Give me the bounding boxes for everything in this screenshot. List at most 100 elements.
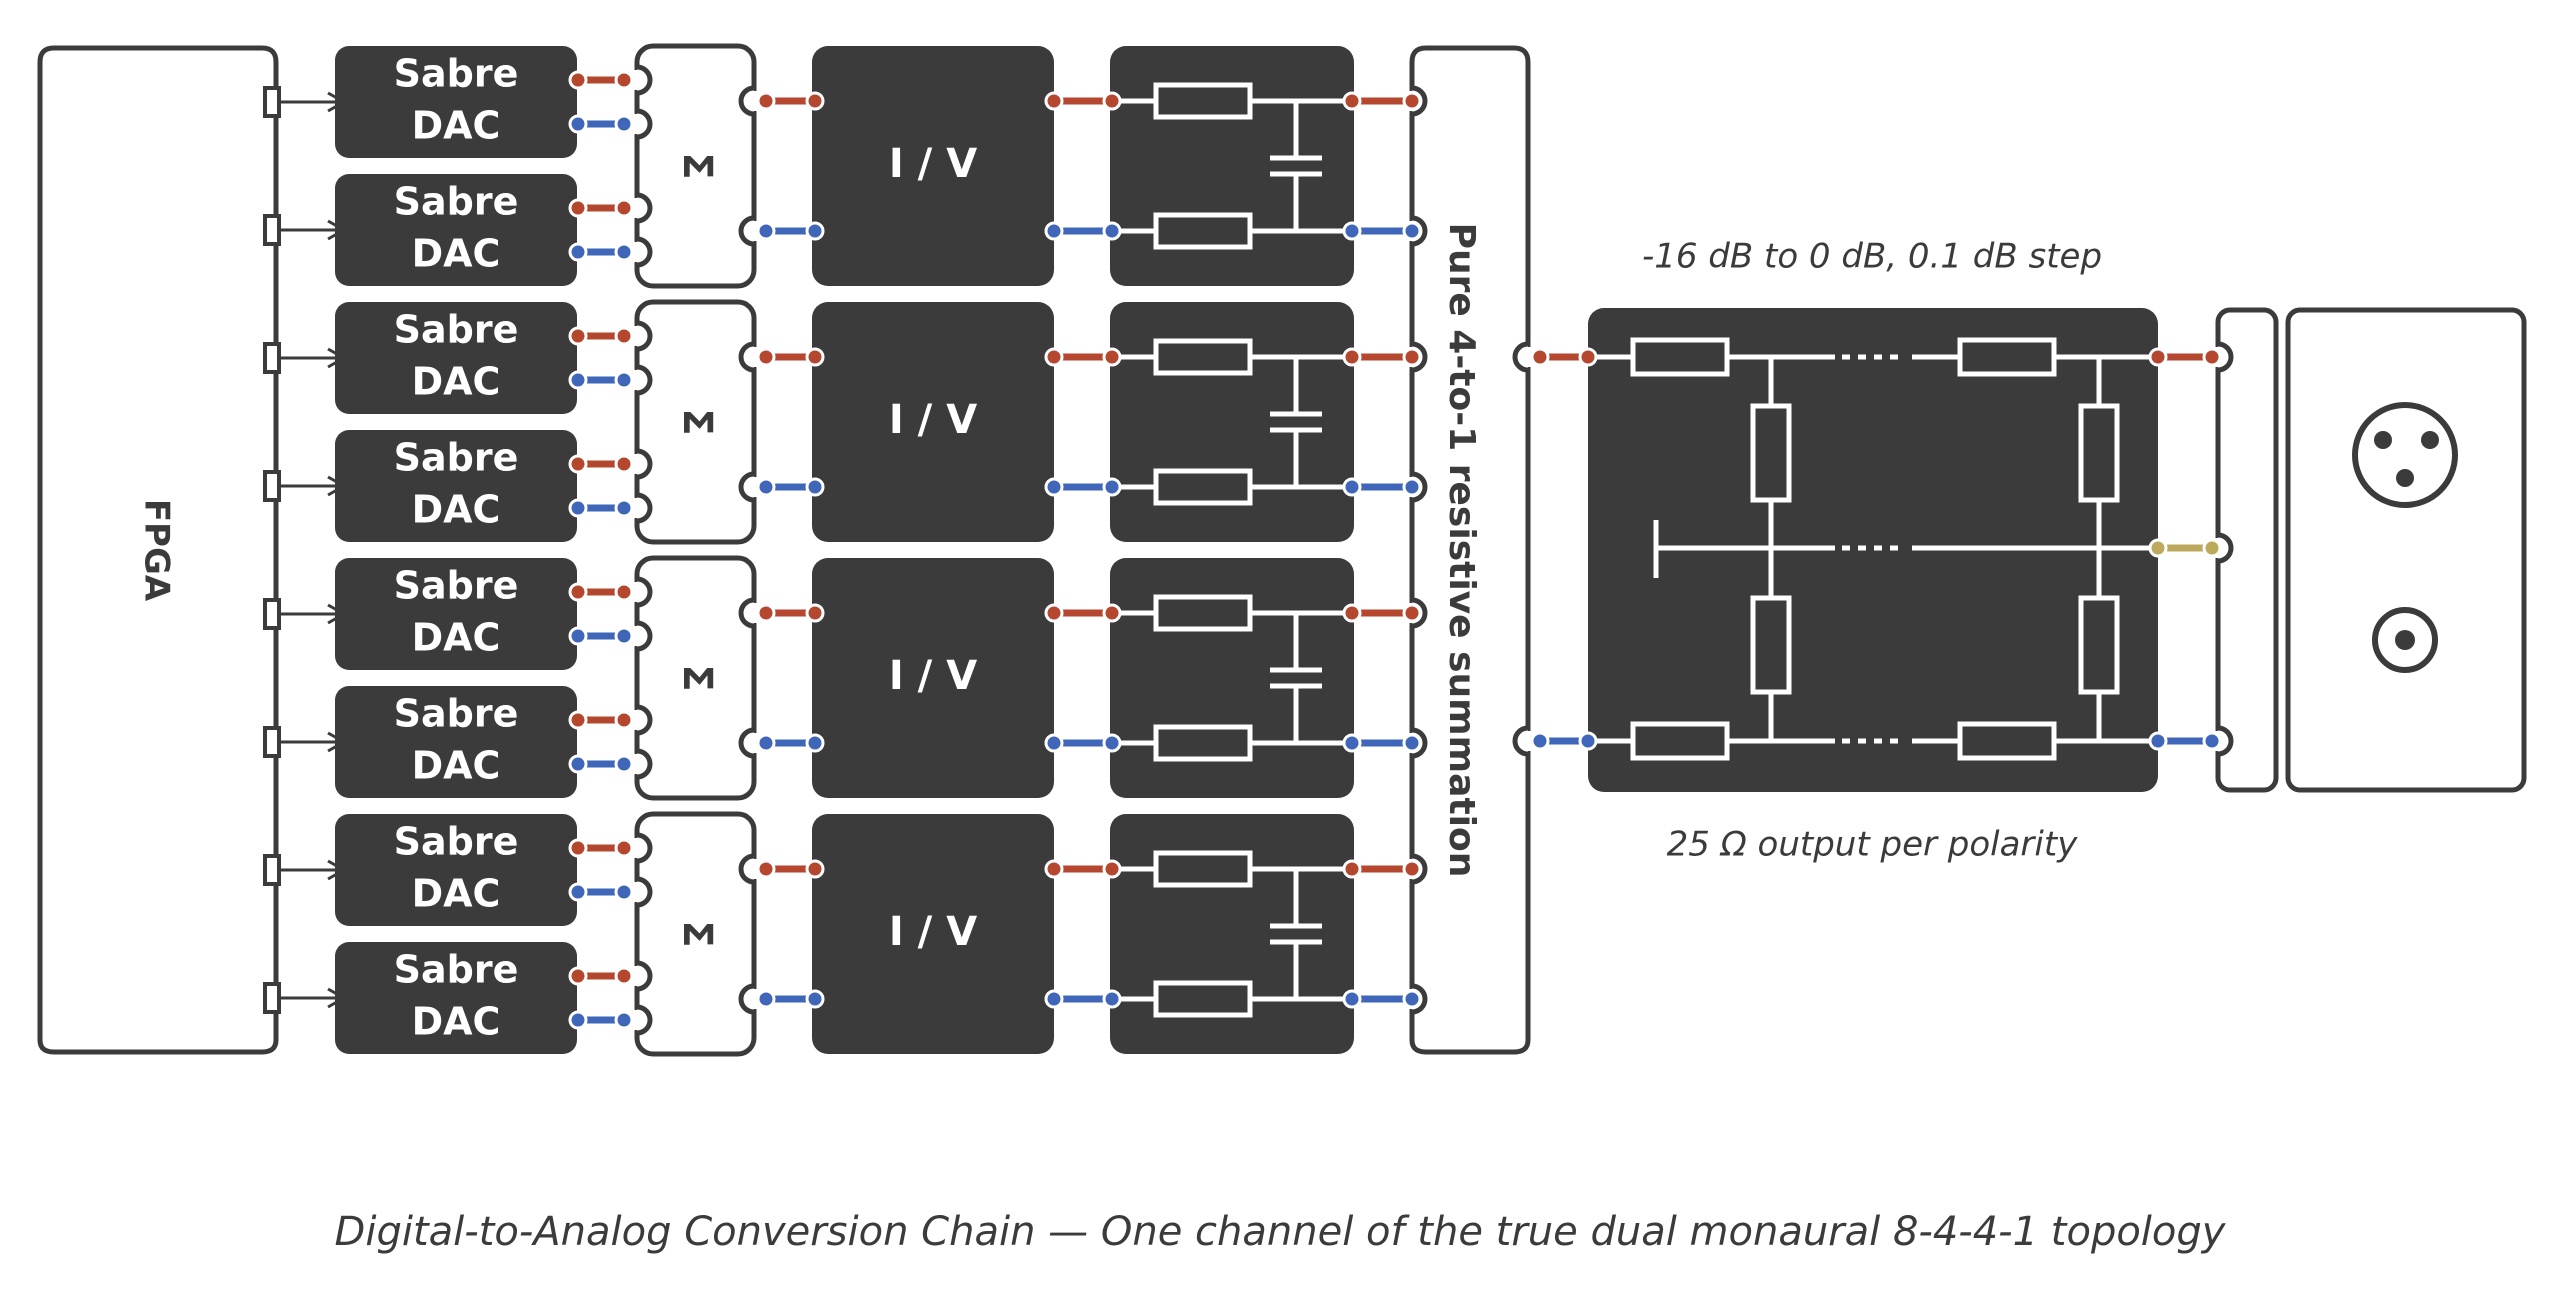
port-notch — [738, 853, 755, 885]
xlr-pin — [2396, 469, 2414, 487]
terminal-dot — [1102, 347, 1122, 367]
port-gap — [634, 882, 638, 902]
terminal-dot — [2148, 731, 2168, 751]
terminal-dot — [614, 710, 634, 730]
terminal-dot — [614, 966, 634, 986]
port-notch — [636, 320, 653, 352]
port-notch — [636, 192, 653, 224]
terminal-dot — [1578, 347, 1598, 367]
terminal-dot — [2148, 347, 2168, 367]
port-notch — [636, 1004, 653, 1036]
terminal-dot — [568, 498, 588, 518]
terminal-dot — [568, 326, 588, 346]
terminal-dot — [1044, 733, 1064, 753]
port-gap — [634, 454, 638, 474]
dac-label-line1: Sabre — [394, 948, 519, 992]
terminal-dot — [614, 326, 634, 346]
arrow-icon — [327, 91, 348, 113]
terminal-dot — [614, 198, 634, 218]
dac-label-line2: DAC — [412, 104, 501, 148]
iv-converter-block — [812, 302, 1054, 542]
terminal-dot — [805, 733, 825, 753]
port-gap — [1527, 347, 1531, 367]
sabre-dac-block — [335, 430, 577, 542]
terminal-dot — [1402, 91, 1422, 111]
filter-block — [1110, 46, 1354, 286]
xlr-pin — [2421, 431, 2439, 449]
terminal-dot — [568, 70, 588, 90]
terminal-dot — [805, 859, 825, 879]
fpga-port — [263, 342, 281, 374]
terminal-dot — [614, 754, 634, 774]
terminal-dot — [568, 114, 588, 134]
rca-pin — [2395, 630, 2415, 650]
fpga-port — [263, 854, 281, 886]
terminal-dot — [1402, 347, 1422, 367]
port-notch — [738, 983, 755, 1015]
port-notch — [636, 960, 653, 992]
dac-label-line1: Sabre — [394, 564, 519, 608]
port-notch — [1512, 341, 1529, 373]
arrow-icon — [327, 219, 348, 241]
terminal-dot — [568, 966, 588, 986]
dac-label-line1: Sabre — [394, 52, 519, 96]
terminal-dot — [568, 1010, 588, 1030]
terminal-dot — [568, 754, 588, 774]
attenuator-output-label: 25 Ω output per polarity — [1667, 825, 2079, 865]
terminal-dot — [756, 477, 776, 497]
fpga-port — [263, 470, 281, 502]
sabre-dac-block — [335, 302, 577, 414]
port-gap — [753, 733, 757, 753]
sabre-dac-block — [335, 558, 577, 670]
terminal-dot — [2202, 347, 2222, 367]
terminal-dot — [614, 626, 634, 646]
port-notch — [636, 64, 653, 96]
iv-converter-block — [812, 814, 1054, 1054]
port-gap — [634, 498, 638, 518]
iv-label: I / V — [889, 653, 977, 699]
terminal-dot — [614, 582, 634, 602]
sabre-dac-block — [335, 942, 577, 1054]
port-gap — [634, 326, 638, 346]
arrow-icon — [327, 475, 348, 497]
diagram-caption: Digital-to-Analog Conversion Chain — One… — [335, 1209, 2227, 1255]
dac-label-line1: Sabre — [394, 180, 519, 224]
terminal-dot — [1402, 603, 1422, 623]
terminal-dot — [1044, 859, 1064, 879]
port-notch — [636, 492, 653, 524]
terminal-dot — [805, 477, 825, 497]
port-gap — [634, 966, 638, 986]
terminal-dot — [1578, 731, 1598, 751]
terminal-dot — [614, 882, 634, 902]
port-notch — [738, 727, 755, 759]
terminal-dot — [1342, 221, 1362, 241]
terminal-dot — [1044, 221, 1064, 241]
port-gap — [634, 1010, 638, 1030]
port-gap — [753, 859, 757, 879]
resistive-summation-block — [1409, 45, 1531, 1055]
terminal-dot — [1342, 477, 1362, 497]
terminal-dot — [614, 454, 634, 474]
terminal-dot — [1530, 347, 1550, 367]
sum-block — [634, 299, 757, 545]
filter-block — [1110, 558, 1354, 798]
terminal-dot — [756, 859, 776, 879]
output-connector-panel — [2285, 307, 2527, 793]
iv-label: I / V — [889, 909, 977, 955]
terminal-dot — [568, 882, 588, 902]
terminal-dot — [805, 347, 825, 367]
port-notch — [738, 85, 755, 117]
terminal-dot — [568, 710, 588, 730]
terminal-dot — [1342, 859, 1362, 879]
terminal-dot — [2148, 538, 2168, 558]
terminal-dot — [1102, 221, 1122, 241]
terminal-dot — [1102, 733, 1122, 753]
terminal-dot — [1102, 91, 1122, 111]
sabre-dac-block — [335, 46, 577, 158]
port-gap — [753, 91, 757, 111]
dac-label-line1: Sabre — [394, 692, 519, 736]
fpga-port — [263, 214, 281, 246]
port-gap — [1527, 731, 1531, 751]
fpga-label: FPGA — [137, 499, 177, 602]
